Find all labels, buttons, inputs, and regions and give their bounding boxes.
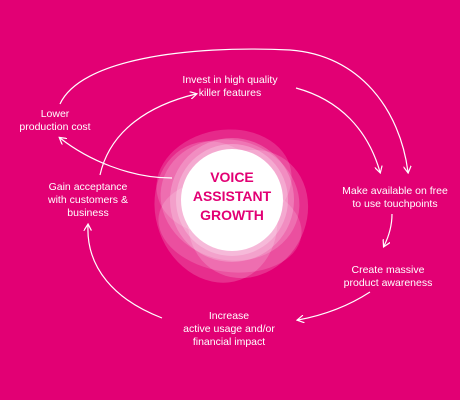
arrow-create-to-increase [298,291,371,320]
center-title: VOICE ASSISTANT GROWTH [192,169,272,223]
cycle-arrows [59,48,408,320]
center-circle [181,149,283,251]
arrow-make-to-create [384,213,393,246]
arrow-invest-to-make [295,87,380,172]
step-invest-label: Invest in high quality killer features [182,74,278,99]
arrow-outer-loop [59,48,408,172]
step-gain-label: Gain acceptance with customers & busines… [48,181,128,219]
step-lower-label: Lower production cost [19,108,91,133]
arrow-increase-to-gain [88,225,163,319]
step-make-label: Make available on free to use touchpoint… [342,185,448,210]
arrow-gain-to-invest [99,94,196,176]
arrow-center-to-lower [60,138,173,179]
step-increase-label: Increase active usage and/or financial i… [183,310,275,348]
step-create-label: Create massive product awareness [343,264,433,289]
